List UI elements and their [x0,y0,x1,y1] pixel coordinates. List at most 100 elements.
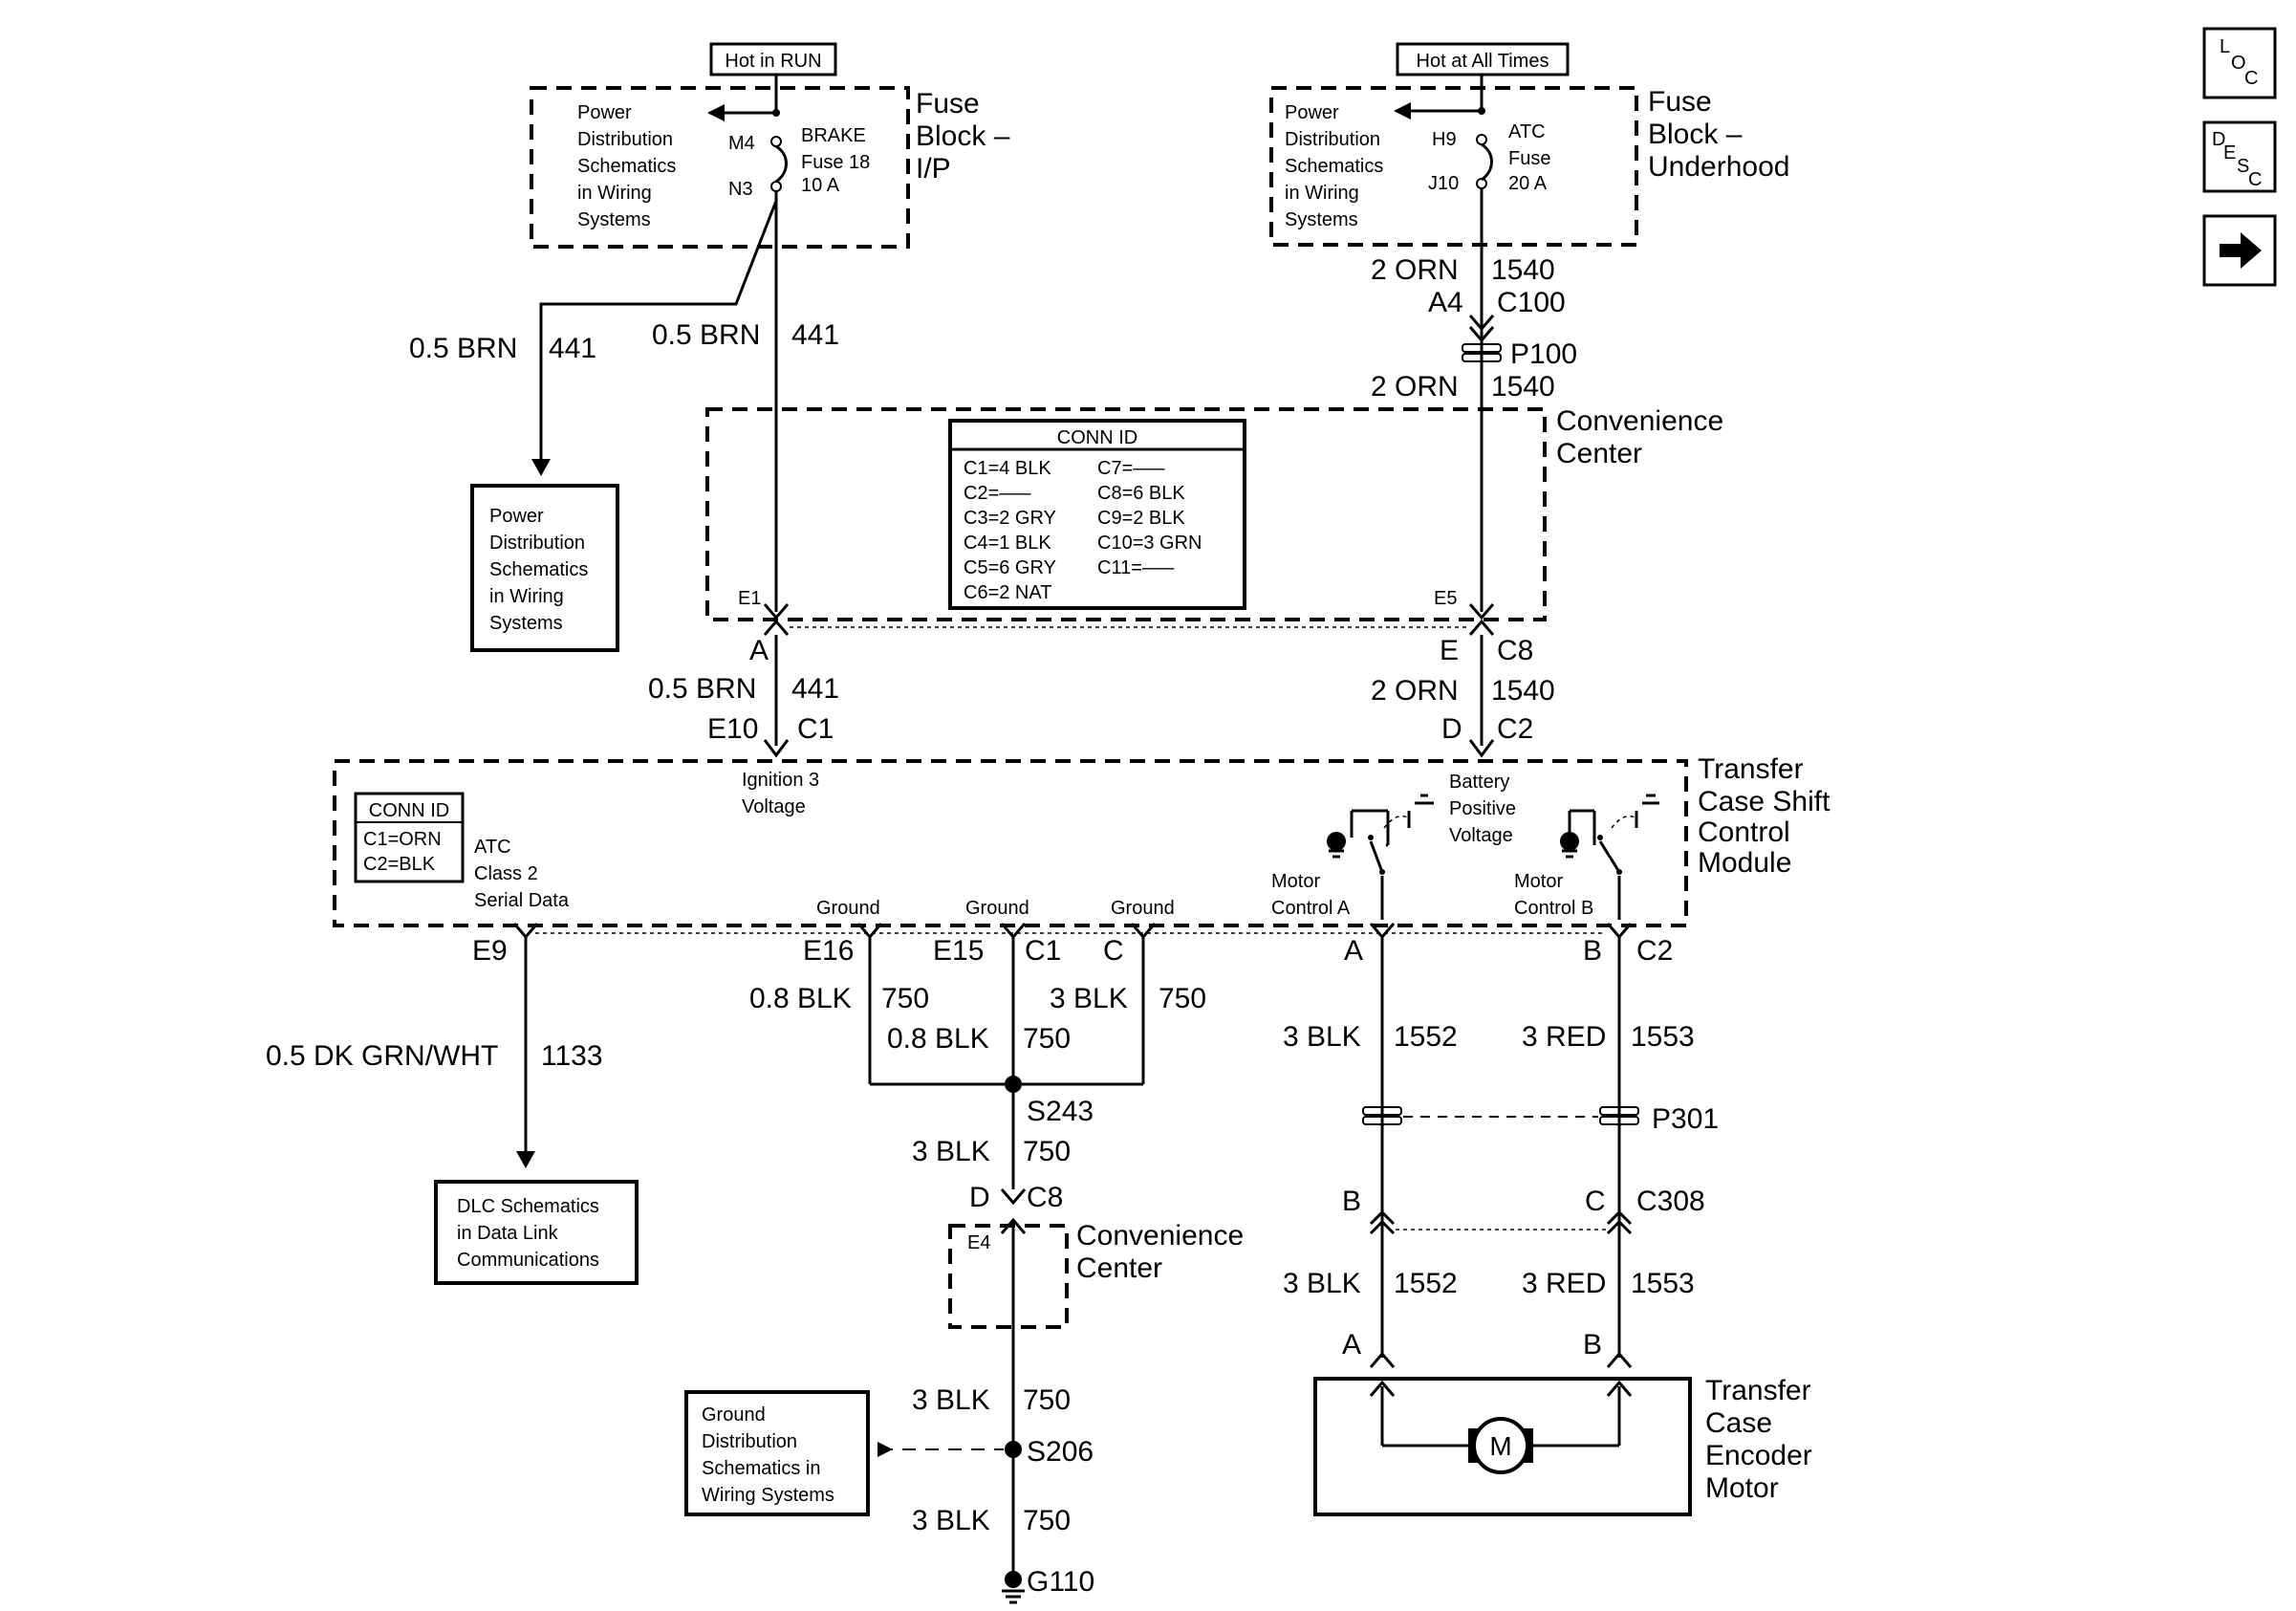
svg-text:CONN ID: CONN ID [1057,427,1137,448]
connector-e: E [1440,635,1459,666]
location-button[interactable]: L O C [2202,27,2277,99]
svg-text:Distribution: Distribution [489,533,585,554]
svg-text:1553: 1553 [1631,1021,1695,1053]
loc-letter-l: L [2220,36,2230,57]
svg-text:Voltage: Voltage [742,796,806,817]
fuse-block-ip: Power Distribution Schematics in Wiring … [530,86,1010,249]
convenience-center-upper: Convenience Center E1 E5 CONN ID C1=4 BL… [705,405,1723,621]
svg-text:750: 750 [1023,1023,1071,1055]
svg-text:Positive: Positive [1449,798,1516,819]
connector-c8-lower: C8 [1027,1182,1063,1213]
svg-text:C3=2 GRY: C3=2 GRY [964,508,1056,529]
fuse-symbol [775,144,788,184]
svg-text:Ground: Ground [1111,898,1175,919]
fuse-block-ip-title: Fuse [916,88,980,120]
ground-g110: G110 [1027,1566,1094,1598]
power-distribution-ref-box[interactable]: Power Distribution Schematics in Wiring … [470,484,619,652]
svg-text:Transfer: Transfer [1705,1375,1811,1406]
relay-switch-b [1560,794,1659,920]
svg-text:3 BLK: 3 BLK [1050,983,1128,1014]
svg-text:Block –: Block – [1648,119,1743,150]
svg-text:Class 2: Class 2 [474,863,538,884]
description-button[interactable]: D E S C [2202,120,2277,193]
svg-text:3 RED: 3 RED [1522,1268,1606,1299]
connector-mb: B [1583,935,1602,967]
svg-text:Distribution: Distribution [1285,129,1380,150]
svg-text:Convenience: Convenience [1556,405,1723,437]
svg-text:0.5 DK GRN/WHT: 0.5 DK GRN/WHT [266,1040,498,1072]
connector-cc: C [1585,1186,1606,1217]
svg-text:0.5 BRN: 0.5 BRN [409,333,517,364]
svg-text:Ground: Ground [816,898,880,919]
svg-text:Ground: Ground [965,898,1029,919]
pin-m4: M4 [728,133,755,154]
desc-letter-s: S [2237,156,2249,177]
svg-text:C11=–––: C11=––– [1097,557,1175,578]
svg-text:Communications: Communications [457,1250,599,1271]
svg-text:in Wiring: in Wiring [577,183,652,204]
connector-e16: E16 [803,935,854,967]
svg-text:ATC: ATC [1508,121,1546,142]
hot-in-run-tag: Hot in RUN [709,42,837,76]
svg-text:Control B: Control B [1514,898,1593,919]
svg-text:3 BLK: 3 BLK [1283,1021,1361,1053]
svg-text:Power: Power [577,102,632,123]
svg-text:Schematics: Schematics [577,156,676,177]
connector-eb: B [1583,1329,1602,1361]
svg-text:C10=3 GRN: C10=3 GRN [1097,533,1202,554]
dlc-schematics-ref-box[interactable]: DLC Schematics in Data Link Communicatio… [434,1180,639,1285]
svg-text:Voltage: Voltage [1449,825,1513,846]
svg-text:2 ORN: 2 ORN [1371,254,1459,286]
svg-text:Power: Power [489,506,544,527]
conn-id-table: CONN ID C1=4 BLK C2=––– C3=2 GRY C4=1 BL… [948,419,1246,610]
transfer-case-shift-control-module: Transfer Case Shift Control Module CONN … [333,753,1830,927]
connector-a: A [749,635,769,666]
svg-text:Distribution: Distribution [577,129,673,150]
connector-c2: C2 [1497,713,1533,745]
connector-p301-symbol [1362,1106,1639,1125]
svg-text:Fuse: Fuse [1508,148,1550,169]
svg-text:in Data Link: in Data Link [457,1223,559,1244]
connector-e15: E15 [933,935,984,967]
module-conn-id-table: CONN ID C1=ORN C2=BLK [354,792,465,883]
svg-text:M: M [1489,1431,1511,1461]
connector-c1: C1 [797,713,834,745]
svg-text:0.8 BLK: 0.8 BLK [749,983,852,1014]
svg-text:750: 750 [1159,983,1206,1014]
connector-e5: E5 [1434,588,1457,609]
svg-text:750: 750 [1023,1136,1071,1167]
svg-text:C1=ORN: C1=ORN [363,829,442,850]
svg-text:0.5 BRN: 0.5 BRN [648,673,756,705]
connector-c: C [1103,935,1124,967]
svg-text:1552: 1552 [1394,1268,1458,1299]
svg-text:441: 441 [549,333,596,364]
ground-distribution-ref-box[interactable]: Ground Distribution Schematics in Wiring… [684,1390,870,1516]
svg-text:C8=6 BLK: C8=6 BLK [1097,483,1185,504]
svg-text:Distribution: Distribution [702,1431,797,1452]
connector-mc2: C2 [1636,935,1673,967]
svg-text:750: 750 [1023,1505,1071,1536]
connector-b: B [1342,1186,1361,1217]
relay-switch-a [1327,794,1434,920]
svg-text:Systems: Systems [489,613,563,634]
svg-text:CONN ID: CONN ID [369,800,449,821]
connector-e10: E10 [707,713,758,745]
pin-j10: J10 [1428,173,1459,194]
svg-text:Underhood: Underhood [1648,151,1789,183]
arrow-down-icon [531,459,551,476]
wire-441-branch [539,200,778,467]
svg-text:Module: Module [1698,847,1791,879]
loc-letter-o: O [2231,53,2246,74]
svg-text:2 ORN: 2 ORN [1371,371,1459,403]
next-page-button[interactable] [2202,214,2277,287]
pin-n3: N3 [728,179,753,200]
svg-text:20 A: 20 A [1508,173,1548,194]
fuse-symbol [1481,142,1493,182]
svg-text:Fuse 18: Fuse 18 [801,152,870,173]
svg-text:0.5 BRN: 0.5 BRN [652,319,760,351]
arrow-right-icon [2220,232,2262,269]
svg-text:Schematics: Schematics [1285,156,1383,177]
svg-text:Block –: Block – [916,120,1010,152]
connector-ea: A [1342,1329,1361,1361]
svg-text:3 BLK: 3 BLK [912,1384,990,1416]
